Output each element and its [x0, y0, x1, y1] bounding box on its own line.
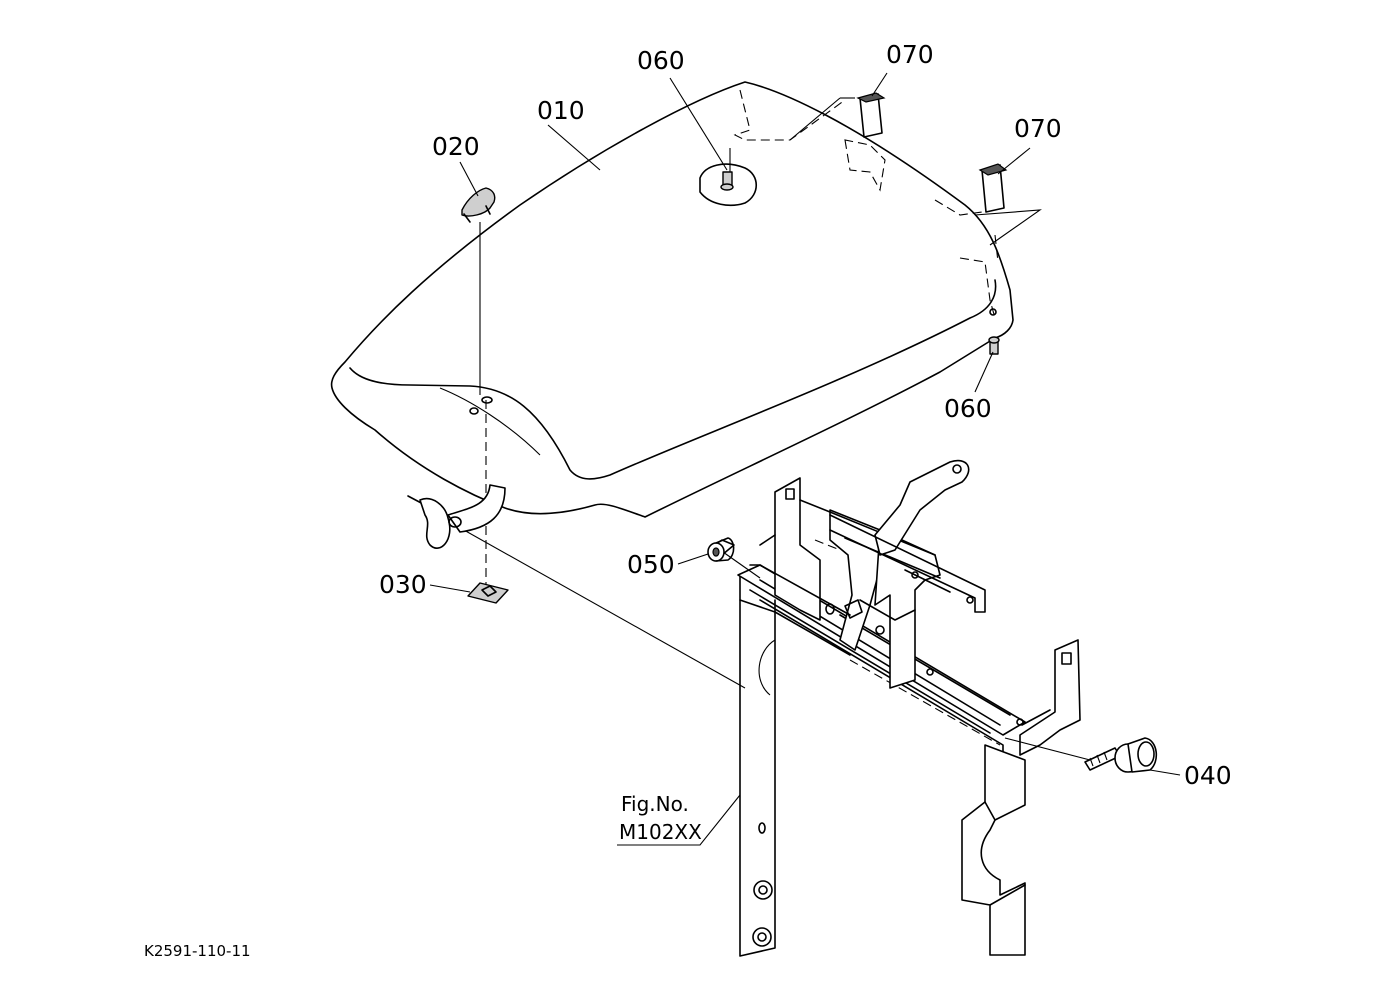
part-label-020: 020 — [432, 132, 480, 161]
part-label-070-right: 070 — [1014, 114, 1062, 143]
frame-bracket-drawing — [737, 459, 1081, 957]
part-label-070-top: 070 — [886, 40, 934, 69]
collar-icon — [707, 537, 735, 562]
part-label-060-top: 060 — [637, 46, 685, 75]
assembly-guide-lines — [454, 97, 1091, 761]
latch-handle-icon — [407, 484, 506, 549]
part-label-060-right: 060 — [944, 394, 992, 423]
drawing-number: K2591-110-11 — [144, 942, 251, 960]
cushion-pad-icon — [978, 163, 1008, 213]
figure-reference-line2: M102XX — [619, 820, 702, 844]
part-label-050: 050 — [627, 550, 675, 579]
cushion-pad-icon — [856, 92, 886, 138]
leader-lines — [429, 72, 1181, 846]
part-label-030: 030 — [379, 570, 427, 599]
figure-reference-line1: Fig.No. — [621, 792, 689, 816]
part-label-010: 010 — [537, 96, 585, 125]
screw-icon — [988, 336, 1000, 355]
flange-bolt-icon — [1084, 737, 1158, 773]
retainer-clip-icon — [467, 582, 509, 604]
cap-icon — [461, 187, 496, 223]
screw-icon — [720, 171, 734, 191]
cover-panel-icon — [330, 81, 1014, 518]
part-label-040: 040 — [1184, 761, 1232, 790]
